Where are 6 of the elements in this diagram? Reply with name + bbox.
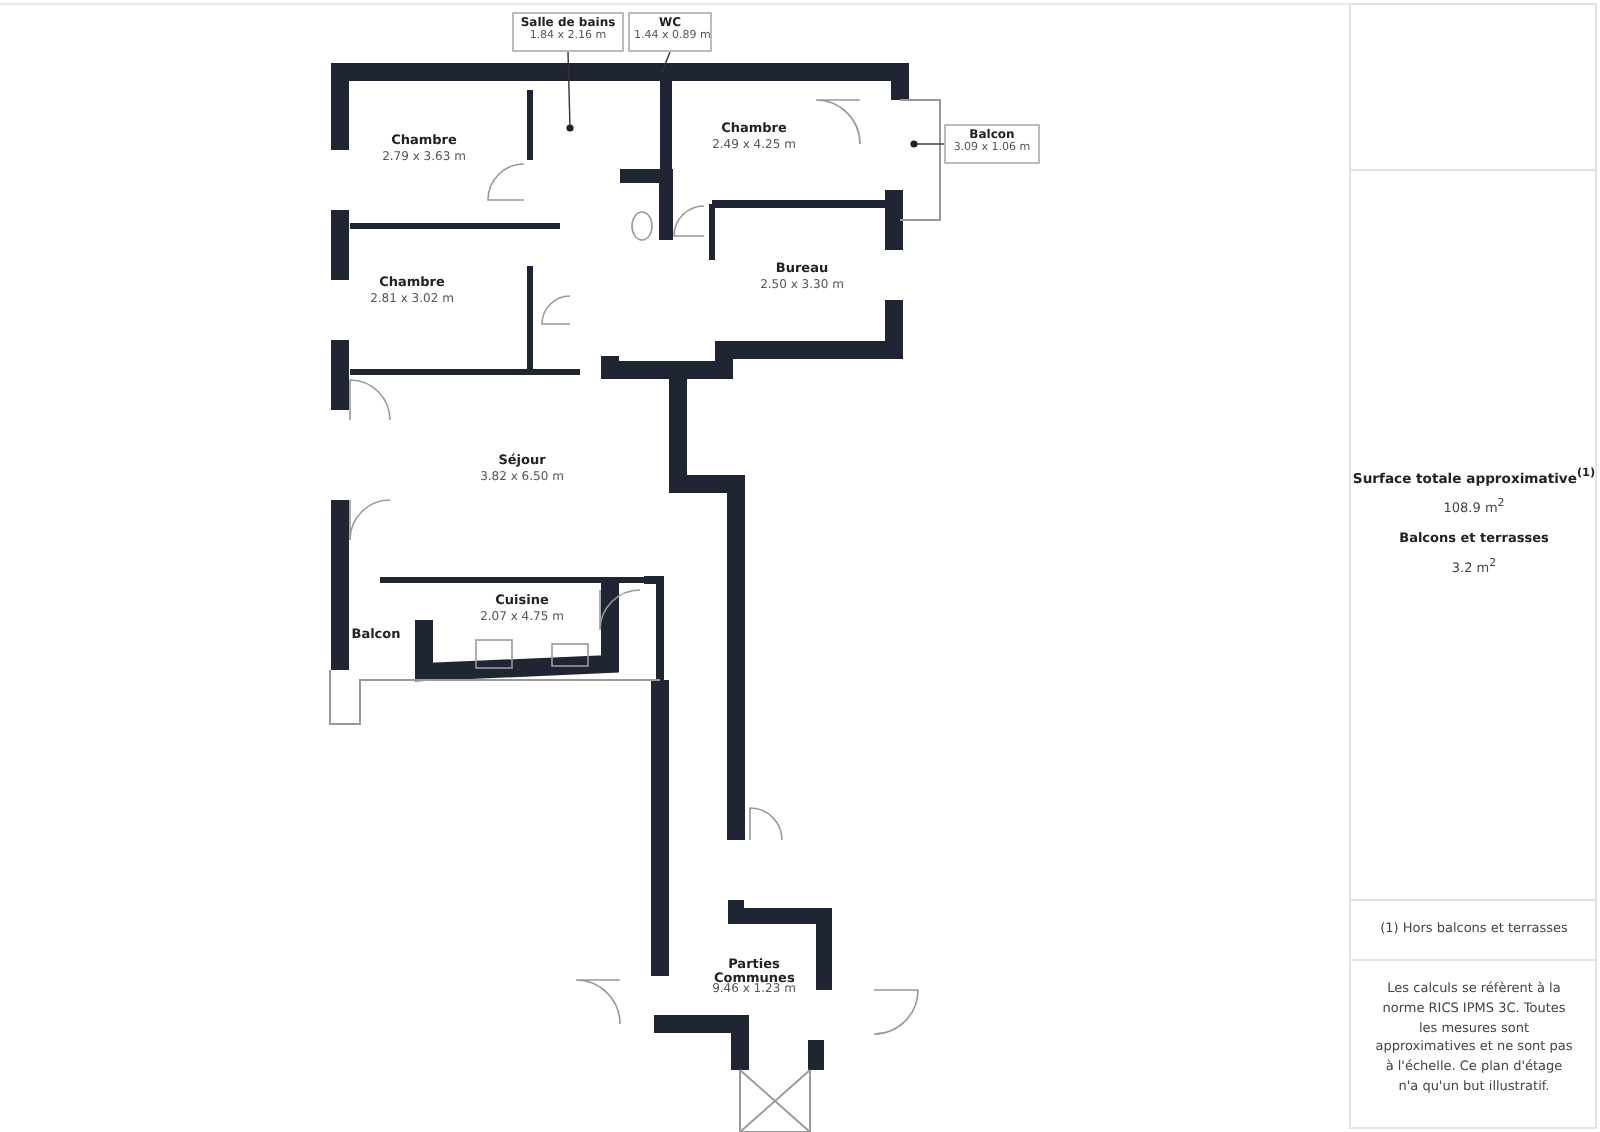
leader-line <box>661 51 671 73</box>
leader-line <box>910 140 945 148</box>
callout-box <box>512 12 624 52</box>
callout-box <box>944 124 1040 164</box>
leader-line <box>566 51 574 132</box>
callout-box <box>628 12 712 52</box>
